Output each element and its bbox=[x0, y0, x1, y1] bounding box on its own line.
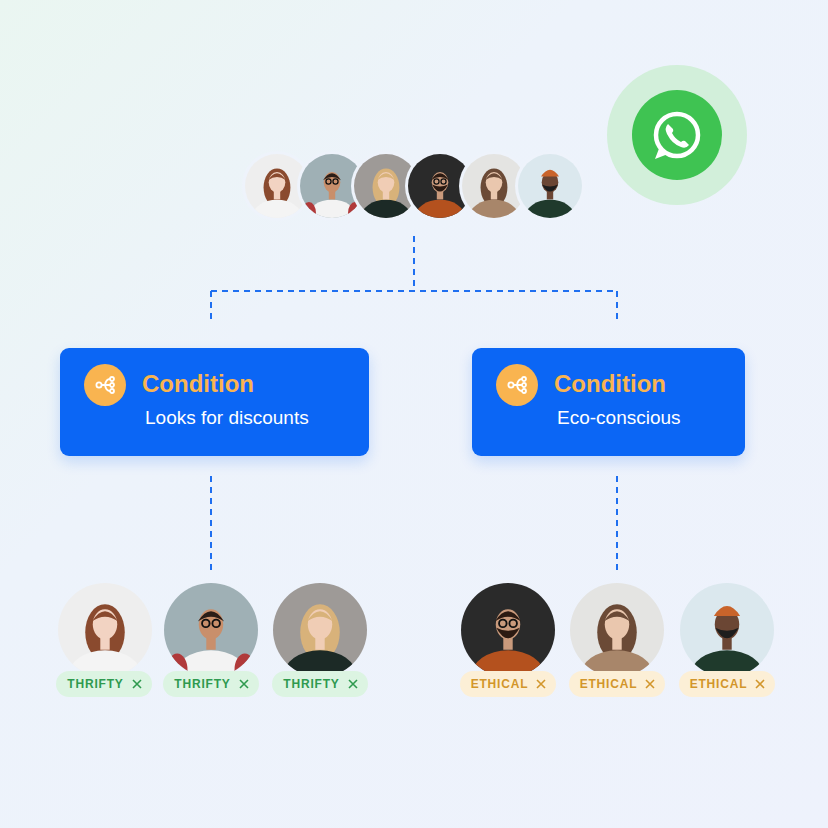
avatar-body bbox=[469, 200, 519, 235]
avatar-clip bbox=[461, 583, 555, 702]
avatar-beard bbox=[715, 628, 739, 639]
avatar-hair bbox=[431, 173, 449, 180]
icon-disc bbox=[632, 90, 722, 180]
avatar-hair bbox=[485, 173, 503, 180]
avatar-hair bbox=[92, 611, 118, 621]
segment-tag: THRIFTY bbox=[56, 671, 151, 697]
dashed-line bbox=[413, 236, 415, 291]
avatar-beard bbox=[432, 184, 448, 191]
segment-tag: ETHICAL bbox=[569, 671, 666, 697]
branch-symbol bbox=[508, 377, 526, 393]
avatar-hair bbox=[377, 173, 395, 180]
dashed-line bbox=[210, 291, 212, 320]
avatar-photo bbox=[515, 151, 585, 235]
avatar-beard bbox=[542, 184, 558, 191]
avatar-hair bbox=[604, 611, 630, 621]
segment-tag: ETHICAL bbox=[679, 671, 776, 697]
remove-icon bbox=[536, 679, 546, 689]
remove-icon bbox=[239, 679, 249, 689]
avatar-head bbox=[199, 609, 223, 639]
icon-disc bbox=[84, 364, 126, 406]
branch-symbol bbox=[96, 377, 114, 393]
segment-tag: THRIFTY bbox=[163, 671, 258, 697]
avatar-clip bbox=[570, 583, 664, 702]
remove-cross bbox=[537, 680, 545, 688]
avatar-photo bbox=[461, 583, 555, 702]
avatar-photo bbox=[164, 583, 258, 702]
avatar-hair bbox=[268, 173, 286, 180]
condition-text: Eco-conscious bbox=[557, 407, 681, 429]
remove-icon bbox=[348, 679, 358, 689]
avatar-sleeve bbox=[302, 202, 316, 224]
icon-phone bbox=[666, 124, 689, 148]
tag-label: THRIFTY bbox=[174, 671, 230, 697]
avatar-glasses bbox=[499, 620, 517, 628]
icon-halo bbox=[607, 65, 747, 205]
remove-cross bbox=[240, 680, 248, 688]
avatar-head bbox=[432, 172, 449, 192]
avatar-beanie bbox=[714, 606, 740, 616]
avatar-clip bbox=[680, 583, 774, 702]
avatar-head bbox=[605, 609, 629, 639]
remove-icon bbox=[132, 679, 142, 689]
remove-icon bbox=[645, 679, 655, 689]
avatar-head bbox=[496, 609, 520, 639]
condition-icon bbox=[495, 363, 539, 407]
condition-box: ConditionEco-conscious bbox=[472, 348, 745, 456]
remove-cross bbox=[349, 680, 357, 688]
tag-label: ETHICAL bbox=[471, 671, 529, 697]
avatar-body bbox=[415, 200, 465, 235]
remove-cross bbox=[646, 680, 654, 688]
condition-label: Condition bbox=[554, 370, 666, 398]
remove-cross bbox=[133, 680, 141, 688]
icon-bubble-tail bbox=[655, 146, 668, 159]
tag-label: THRIFTY bbox=[283, 671, 339, 697]
avatar-group bbox=[58, 151, 774, 702]
avatar-clip bbox=[273, 583, 367, 702]
avatar-photo bbox=[680, 583, 774, 702]
dashed-line bbox=[616, 476, 618, 570]
avatar-head bbox=[378, 172, 395, 192]
avatar-head bbox=[93, 609, 117, 639]
avatar-hair bbox=[198, 611, 224, 621]
tag-label: ETHICAL bbox=[690, 671, 748, 697]
avatar-photo bbox=[570, 583, 664, 702]
avatar-body bbox=[525, 200, 575, 235]
dashed-line bbox=[210, 476, 212, 570]
avatar-head bbox=[308, 609, 332, 639]
avatar-body bbox=[252, 200, 302, 235]
avatar-hair bbox=[307, 611, 333, 621]
icon-disc bbox=[496, 364, 538, 406]
tag-label: ETHICAL bbox=[580, 671, 638, 697]
whatsapp-icon bbox=[607, 65, 747, 205]
segment-tag: ETHICAL bbox=[460, 671, 557, 697]
condition-box: ConditionLooks for discounts bbox=[60, 348, 369, 456]
avatar-glasses bbox=[434, 179, 446, 184]
avatar-clip bbox=[518, 154, 582, 235]
remove-icon bbox=[755, 679, 765, 689]
condition-icon bbox=[83, 363, 127, 407]
avatar-head bbox=[269, 172, 286, 192]
dashed-line bbox=[616, 291, 618, 320]
tag-label: THRIFTY bbox=[67, 671, 123, 697]
avatar-hair bbox=[323, 173, 341, 180]
remove-cross bbox=[756, 680, 764, 688]
avatar-photo bbox=[273, 583, 367, 702]
avatar-body bbox=[307, 200, 357, 235]
avatar-body bbox=[361, 200, 411, 235]
avatar-head bbox=[486, 172, 503, 192]
avatar-hair bbox=[495, 611, 521, 621]
avatar-glasses bbox=[326, 179, 338, 184]
avatar-head bbox=[324, 172, 341, 192]
avatar-clip bbox=[164, 583, 258, 702]
dashed-line bbox=[211, 290, 617, 292]
avatar-beanie bbox=[541, 170, 559, 177]
avatar-glasses bbox=[202, 620, 220, 628]
condition-label: Condition bbox=[142, 370, 254, 398]
avatar-beard bbox=[496, 628, 520, 639]
condition-text: Looks for discounts bbox=[145, 407, 309, 429]
segment-tag: THRIFTY bbox=[272, 671, 367, 697]
